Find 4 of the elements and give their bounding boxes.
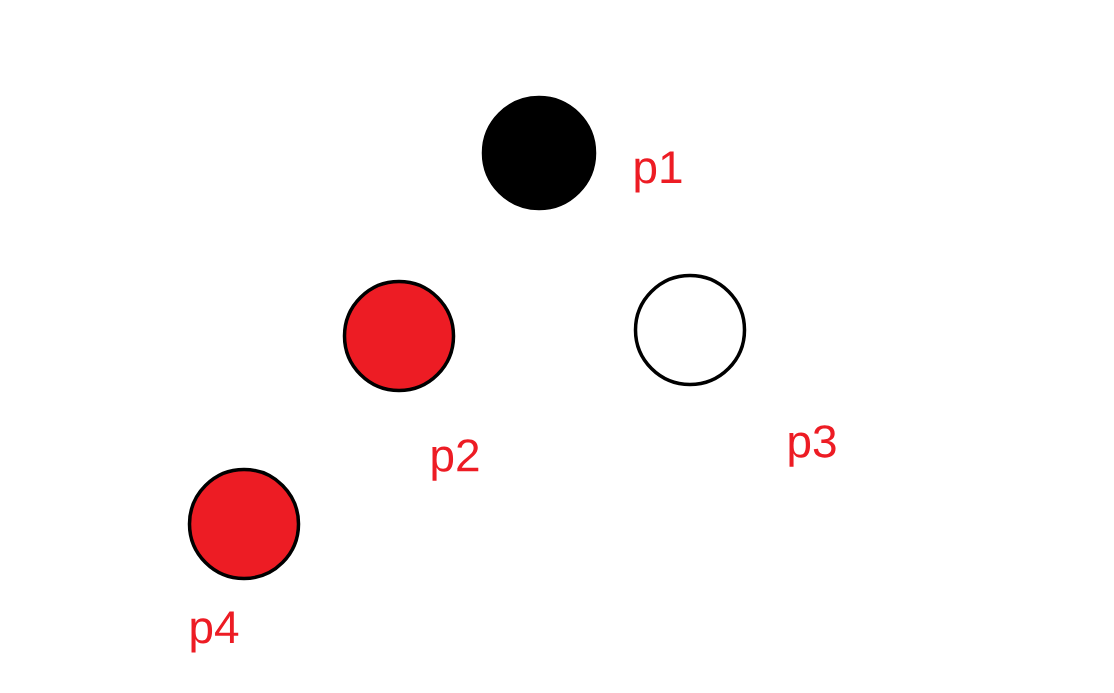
point-label: p4 (191, 611, 239, 653)
point-label: p1 (635, 151, 682, 193)
point-label: p2 (432, 439, 479, 481)
point-label: p3 (789, 425, 836, 467)
